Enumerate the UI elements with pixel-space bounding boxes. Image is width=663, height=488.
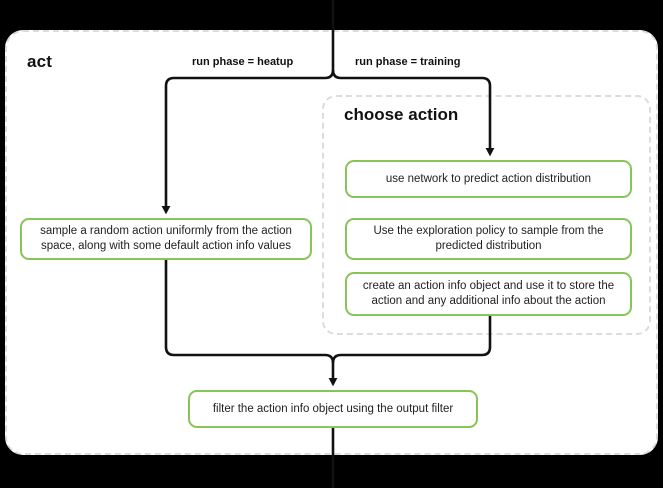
node-exploration-policy[interactable]: Use the exploration policy to sample fro…	[345, 218, 632, 260]
choose-action-title: choose action	[344, 105, 459, 124]
node-sample-random-action[interactable]: sample a random action uniformly from th…	[20, 218, 312, 260]
act-title: act	[27, 52, 53, 71]
edge-label-heatup: run phase = heatup	[192, 56, 294, 68]
node-use-network-predict[interactable]: use network to predict action distributi…	[345, 160, 632, 198]
node-create-action-info[interactable]: create an action info object and use it …	[345, 272, 632, 316]
edge-label-training: run phase = training	[355, 56, 461, 68]
node-filter-output[interactable]: filter the action info object using the …	[188, 390, 478, 428]
